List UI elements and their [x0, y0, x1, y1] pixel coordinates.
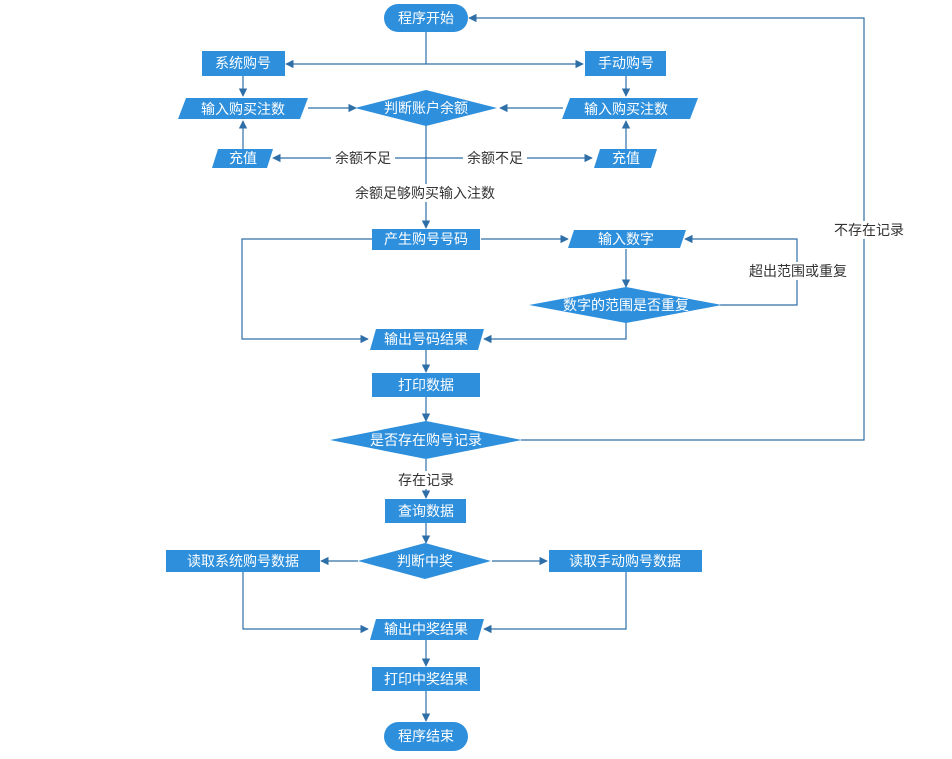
node-output-number-label: 输出号码结果: [384, 332, 468, 348]
node-start-label: 程序开始: [398, 11, 454, 27]
node-check-balance: 判断账户余额: [355, 90, 497, 126]
node-read-system-label: 读取系统购号数据: [187, 553, 299, 570]
node-recharge-right: 充值: [594, 149, 657, 168]
node-read-system: 读取系统购号数据: [166, 550, 320, 572]
node-has-record-label: 是否存在购号记录: [370, 433, 482, 449]
edge-readmanual-output: [483, 572, 627, 634]
node-start: 程序开始: [384, 4, 468, 32]
node-generate-number-label: 产生购号号码: [384, 232, 468, 248]
node-read-manual-label: 读取手动购号数据: [569, 553, 681, 570]
node-output-number: 输出号码结果: [370, 329, 484, 350]
node-print-data-label: 打印数据: [398, 377, 454, 394]
edge-generate-output: [241, 238, 372, 344]
edge-label-no-record: 不存在记录: [834, 223, 904, 239]
node-end-label: 程序结束: [398, 729, 454, 745]
edge-label-out-of-range: 超出范围或重复: [749, 263, 847, 280]
edge-label-record-exists: 存在记录: [398, 473, 454, 489]
node-check-range-label: 数字的范围是否重复: [563, 297, 689, 314]
edge-label-sufficient: 余额足够购买输入注数: [355, 185, 495, 202]
node-check-balance-label: 判断账户余额: [384, 100, 468, 117]
node-print-data: 打印数据: [372, 373, 480, 397]
edge-norecord-start: [468, 13, 865, 441]
node-input-count-left-label: 输入购买注数: [201, 102, 285, 118]
node-recharge-left-label: 充值: [229, 151, 257, 167]
node-input-count-right-label: 输入购买注数: [584, 102, 668, 118]
node-check-win-label: 判断中奖: [397, 553, 453, 570]
edges: [238, 13, 865, 722]
node-print-win-label: 打印中奖结果: [384, 671, 468, 688]
node-manual-buy: 手动购号: [585, 51, 666, 76]
node-manual-buy-label: 手动购号: [598, 56, 654, 72]
node-system-buy: 系统购号: [202, 51, 285, 76]
node-input-number: 输入数字: [568, 230, 686, 248]
node-check-range: 数字的范围是否重复: [529, 287, 722, 323]
node-query-data-label: 查询数据: [398, 504, 454, 520]
node-output-win: 输出中奖结果: [370, 619, 484, 640]
node-system-buy-label: 系统购号: [215, 56, 271, 72]
edge-readsystem-output: [242, 572, 369, 634]
node-query-data: 查询数据: [385, 499, 466, 523]
edge-label-insufficient-left: 余额不足: [335, 150, 391, 167]
node-recharge-right-label: 充值: [612, 151, 640, 167]
node-read-manual: 读取手动购号数据: [549, 550, 702, 572]
node-end: 程序结束: [384, 722, 468, 751]
edge-labels: 余额不足 余额不足 余额足够购买输入注数 超出范围或重复 不存在记录 存在记录: [331, 149, 908, 489]
node-output-win-label: 输出中奖结果: [384, 621, 468, 638]
node-print-win: 打印中奖结果: [372, 667, 480, 691]
node-has-record: 是否存在购号记录: [330, 421, 522, 459]
edge-label-insufficient-right: 余额不足: [467, 150, 523, 167]
node-input-count-left: 输入购买注数: [178, 98, 308, 119]
node-input-number-label: 输入数字: [598, 232, 654, 248]
nodes: 程序开始 系统购号 手动购号 输入购买注数 判断账户余额 输入购买注数: [166, 4, 722, 751]
node-check-win: 判断中奖: [358, 543, 491, 579]
edge-check-output: [483, 322, 627, 344]
node-input-count-right: 输入购买注数: [562, 98, 698, 119]
node-generate-number: 产生购号号码: [372, 229, 480, 250]
node-recharge-left: 充值: [212, 149, 273, 168]
